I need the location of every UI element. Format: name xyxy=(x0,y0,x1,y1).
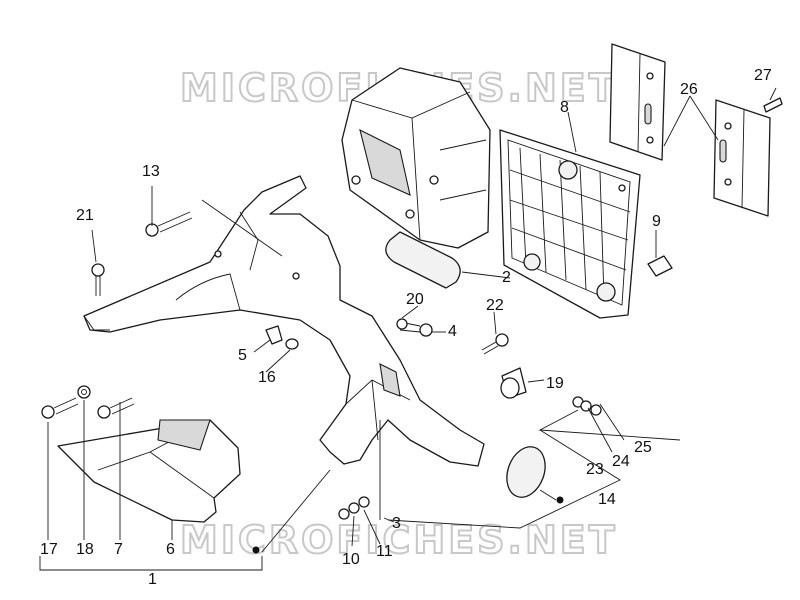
screw-27 xyxy=(763,97,783,113)
callout-24: 24 xyxy=(612,453,630,470)
screw-9 xyxy=(647,255,673,277)
watermark-bottom: MICROFICHES.NET xyxy=(180,518,618,562)
callout-19: 19 xyxy=(546,375,564,392)
callout-18: 18 xyxy=(76,541,94,558)
leader-dot-14 xyxy=(556,496,564,504)
callout-25: 25 xyxy=(634,439,652,456)
spacer-16 xyxy=(285,338,299,350)
callout-10: 10 xyxy=(342,551,360,568)
callout-16: 16 xyxy=(258,369,276,386)
callout-20: 20 xyxy=(406,291,424,308)
callout-6: 6 xyxy=(166,541,175,558)
callout-8: 8 xyxy=(560,99,569,116)
callout-5: 5 xyxy=(238,347,247,364)
callout-21: 21 xyxy=(76,207,94,224)
screw-7 xyxy=(97,397,135,419)
clip-5 xyxy=(265,325,283,345)
callout-1: 1 xyxy=(148,571,157,588)
screw-21 xyxy=(91,263,105,296)
nut-set-lower xyxy=(338,496,370,520)
rear-fender xyxy=(83,175,485,467)
reflector-strip xyxy=(385,231,461,289)
washer-20 xyxy=(396,318,408,330)
callout-17: 17 xyxy=(40,541,58,558)
tail-light-housing xyxy=(341,67,491,249)
screw-17 xyxy=(41,397,79,419)
washer-18 xyxy=(77,385,91,399)
callout-3: 3 xyxy=(392,515,401,532)
callout-11: 11 xyxy=(376,543,393,560)
round-reflector xyxy=(506,446,546,498)
callout-13: 13 xyxy=(142,163,160,180)
callout-27: 27 xyxy=(754,67,772,84)
spacer-19 xyxy=(500,367,527,399)
screw-4 xyxy=(399,321,433,337)
nut-set xyxy=(572,396,602,416)
callout-9: 9 xyxy=(652,213,661,230)
callout-4: 4 xyxy=(448,323,457,340)
callout-2: 2 xyxy=(502,269,511,286)
callout-14: 14 xyxy=(598,491,616,508)
callout-23: 23 xyxy=(586,461,604,478)
screw-13 xyxy=(145,211,193,237)
callout-22: 22 xyxy=(486,297,504,314)
license-plate-holder xyxy=(499,129,641,319)
lower-splash-guard xyxy=(57,419,241,523)
leader-dot-1 xyxy=(252,546,260,554)
bracket-pair xyxy=(609,43,771,217)
leader-lines xyxy=(39,87,777,571)
screw-22 xyxy=(481,333,509,355)
callout-7: 7 xyxy=(114,541,123,558)
callout-26: 26 xyxy=(680,81,698,98)
